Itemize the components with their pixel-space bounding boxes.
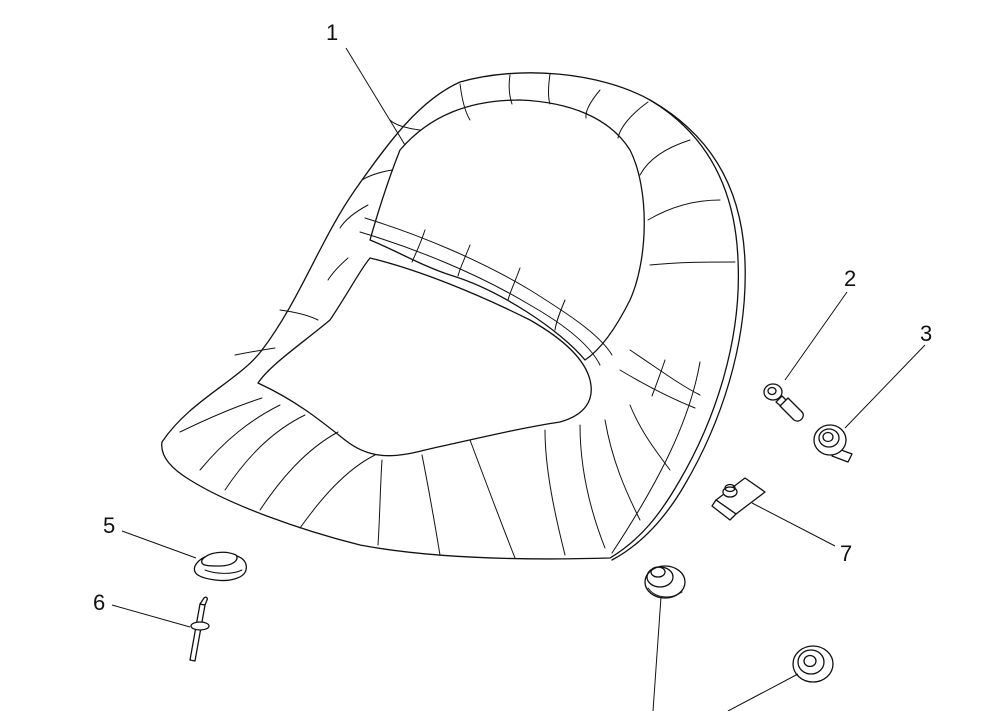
washer-part — [792, 645, 834, 683]
callout-3: 3 — [920, 321, 932, 346]
leader-line-7 — [751, 502, 836, 547]
leader-line-4 — [652, 596, 662, 711]
grommet-washer-part — [813, 424, 853, 463]
mounting-clip-part — [193, 551, 248, 582]
leader-line-1 — [345, 47, 406, 146]
callout-5: 5 — [103, 513, 115, 538]
rivet-part — [189, 596, 210, 662]
leader-line-6 — [111, 604, 191, 628]
screw-part — [763, 383, 804, 422]
callout-1: 1 — [326, 20, 338, 45]
seat-part — [161, 72, 746, 561]
leader-line-2 — [784, 291, 848, 381]
speed-nut-part — [711, 477, 766, 521]
callout-7: 7 — [840, 541, 852, 566]
rubber-bumper-part — [644, 565, 686, 599]
leader-line-3 — [844, 344, 926, 429]
leader-line-8 — [727, 673, 799, 711]
callout-2: 2 — [844, 266, 856, 291]
callout-6: 6 — [93, 590, 105, 615]
leader-line-5 — [121, 530, 197, 559]
